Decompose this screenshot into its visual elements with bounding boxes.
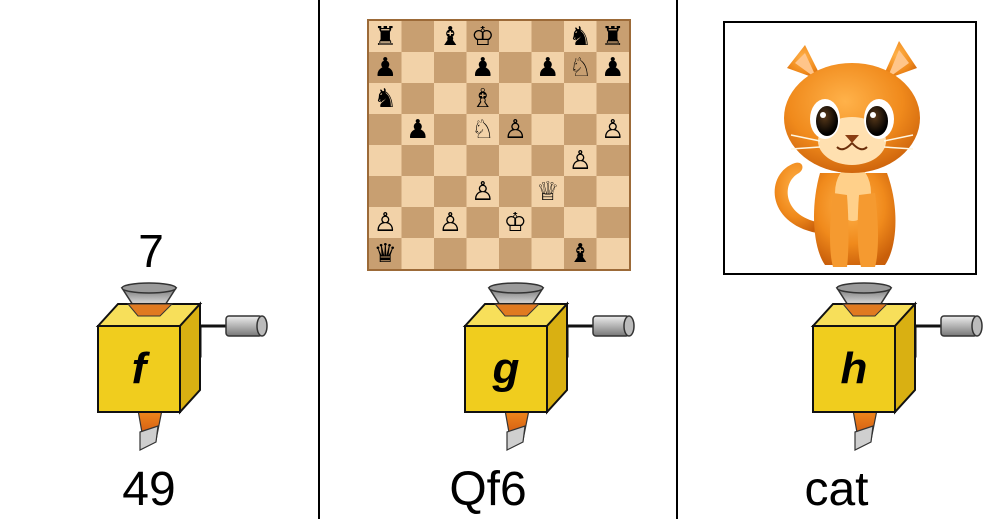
machine-box-icon bbox=[98, 304, 200, 412]
chess-square bbox=[532, 145, 565, 176]
cat-image-frame bbox=[723, 21, 977, 275]
chess-piece: ♜ bbox=[374, 22, 397, 52]
chess-square bbox=[434, 176, 467, 207]
chess-square bbox=[564, 207, 597, 238]
output-spout-icon bbox=[853, 410, 877, 450]
chess-piece: ♙ bbox=[504, 115, 527, 145]
chess-piece: ♘ bbox=[471, 115, 494, 145]
machine-box-icon: h bbox=[793, 282, 993, 454]
chess-square bbox=[532, 114, 565, 145]
chess-square bbox=[597, 83, 630, 114]
output-label: Qf6 bbox=[310, 466, 666, 514]
chess-square bbox=[434, 52, 467, 83]
chess-piece: ♟ bbox=[536, 53, 559, 83]
panel-square-function: 7 bbox=[0, 0, 318, 519]
machine-letter: g bbox=[492, 344, 520, 393]
chess-square bbox=[597, 207, 630, 238]
chess-square bbox=[402, 176, 435, 207]
chess-piece: ♔ bbox=[471, 22, 494, 52]
chess-square bbox=[564, 176, 597, 207]
machine-box-icon: f bbox=[78, 282, 278, 454]
output-label: cat bbox=[673, 466, 1000, 514]
chess-square bbox=[369, 145, 402, 176]
machine-box-icon: g bbox=[445, 282, 645, 454]
chess-piece: ♙ bbox=[569, 146, 592, 176]
chess-square bbox=[402, 238, 435, 269]
panel-chess-function: ♜♝♔♞♜♟♟♟♘♟♞♗♟♘♙♙♙♙♕♙♙♔♛♝ bbox=[320, 0, 676, 519]
function-machine-f: f bbox=[78, 282, 278, 454]
chess-square bbox=[564, 114, 597, 145]
chess-piece: ♝ bbox=[569, 239, 592, 269]
chess-piece: ♟ bbox=[406, 115, 429, 145]
chess-square bbox=[564, 83, 597, 114]
chess-piece: ♟ bbox=[374, 53, 397, 83]
chess-square bbox=[532, 207, 565, 238]
chess-piece: ♛ bbox=[374, 239, 397, 269]
chess-square bbox=[532, 83, 565, 114]
chess-square bbox=[499, 238, 532, 269]
chess-piece: ♜ bbox=[601, 22, 624, 52]
panel-image-function: h cat bbox=[678, 0, 1005, 519]
chess-square bbox=[369, 114, 402, 145]
chess-square bbox=[597, 145, 630, 176]
chess-square bbox=[499, 83, 532, 114]
chess-square bbox=[467, 145, 500, 176]
chess-square bbox=[402, 21, 435, 52]
chess-piece: ♙ bbox=[601, 115, 624, 145]
chess-piece: ♙ bbox=[374, 208, 397, 238]
cat-illustration bbox=[725, 23, 975, 273]
chess-square bbox=[597, 176, 630, 207]
chess-square bbox=[467, 238, 500, 269]
chess-piece: ♔ bbox=[504, 208, 527, 238]
chess-square bbox=[499, 21, 532, 52]
chess-piece: ♟ bbox=[471, 53, 494, 83]
chess-piece: ♙ bbox=[471, 177, 494, 207]
chess-square bbox=[597, 238, 630, 269]
chess-square bbox=[499, 176, 532, 207]
chess-square bbox=[467, 207, 500, 238]
chess-square bbox=[499, 145, 532, 176]
chess-square bbox=[402, 52, 435, 83]
chess-square bbox=[402, 145, 435, 176]
function-machine-g: g bbox=[445, 282, 645, 454]
chess-square bbox=[434, 83, 467, 114]
output-label: 49 bbox=[0, 466, 308, 514]
chess-piece: ♝ bbox=[439, 22, 462, 52]
input-label: 7 bbox=[0, 228, 310, 274]
chess-square bbox=[434, 145, 467, 176]
output-spout-icon bbox=[505, 410, 529, 450]
chess-square bbox=[532, 238, 565, 269]
chess-piece: ♞ bbox=[374, 84, 397, 114]
chess-piece: ♙ bbox=[439, 208, 462, 238]
chess-piece: ♟ bbox=[601, 53, 624, 83]
chess-piece: ♘ bbox=[569, 53, 592, 83]
chess-square bbox=[402, 83, 435, 114]
chess-square bbox=[369, 176, 402, 207]
chess-square bbox=[434, 238, 467, 269]
function-machine-h: h bbox=[793, 282, 993, 454]
machine-letter: h bbox=[841, 344, 868, 393]
chess-square bbox=[434, 114, 467, 145]
chess-square bbox=[402, 207, 435, 238]
chess-square bbox=[532, 21, 565, 52]
chess-square bbox=[499, 52, 532, 83]
chess-board: ♜♝♔♞♜♟♟♟♘♟♞♗♟♘♙♙♙♙♕♙♙♔♛♝ bbox=[367, 19, 631, 271]
output-spout-icon bbox=[138, 410, 162, 450]
chess-piece: ♞ bbox=[569, 22, 592, 52]
chess-piece: ♗ bbox=[471, 84, 494, 114]
chess-piece: ♕ bbox=[536, 177, 559, 207]
